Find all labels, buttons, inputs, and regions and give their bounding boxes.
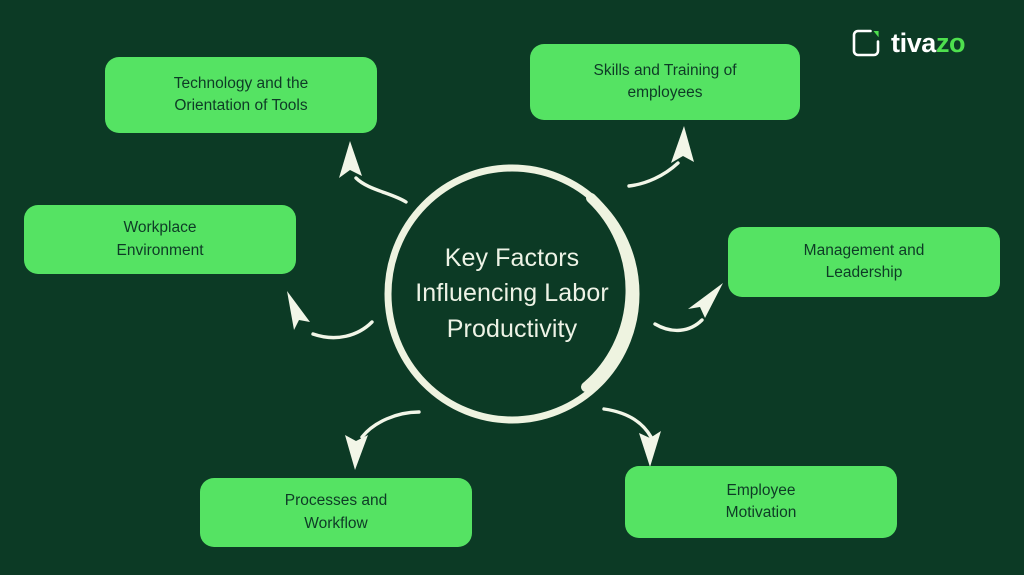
- factor-label-line1: Management and: [803, 241, 925, 259]
- brand-wordmark-part1: tiva: [891, 27, 936, 58]
- factor-label-line2: Environment: [116, 241, 204, 259]
- factor-box-management[interactable]: Management and Leadership: [728, 227, 1000, 297]
- factor-label-line2: Motivation: [725, 504, 797, 521]
- factor-label-line1: Skills and Training of: [593, 61, 737, 79]
- factor-label-line1: Processes and: [284, 492, 388, 510]
- factor-label-line2: Orientation of Tools: [174, 97, 308, 114]
- brand-logo: tivazo: [851, 27, 966, 58]
- center-title: Key Factors Influencing Labor Productivi…: [381, 163, 643, 425]
- center-title-line1: Key Factors: [444, 243, 580, 272]
- center-title-line2: Influencing Labor: [415, 279, 609, 308]
- arrow-management: [653, 283, 723, 332]
- factor-label-line1: Technology and the: [173, 74, 309, 92]
- brand-wordmark: tivazo: [891, 27, 966, 58]
- brand-wordmark-part2: zo: [935, 27, 966, 58]
- factor-box-skills[interactable]: Skills and Training of employees: [530, 44, 800, 120]
- factor-label-line2: Leadership: [825, 264, 903, 281]
- factor-label-line2: Workflow: [304, 514, 368, 532]
- factor-label-line2: employees: [627, 84, 703, 101]
- factor-box-motivation[interactable]: Employee Motivation: [625, 466, 897, 538]
- factor-label-line1: Employee: [726, 481, 796, 499]
- arrow-workplace: [287, 291, 374, 340]
- factor-box-processes[interactable]: Processes and Workflow: [200, 478, 472, 547]
- factor-box-technology[interactable]: Technology and the Orientation of Tools: [105, 57, 377, 133]
- center-ring: [384, 164, 640, 424]
- center-title-line3: Productivity: [446, 314, 578, 343]
- rounded-square-notch-icon: [852, 29, 880, 57]
- factor-label-line1: Workplace: [123, 219, 197, 237]
- factor-box-workplace[interactable]: Workplace Environment: [24, 205, 296, 274]
